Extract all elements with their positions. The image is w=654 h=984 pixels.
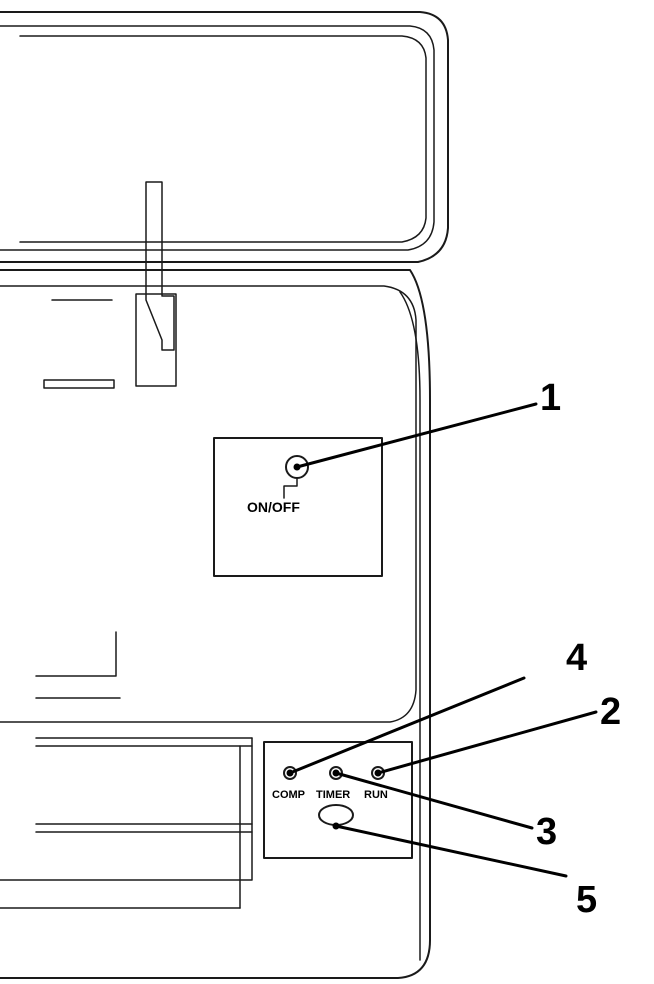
comp-indicator-led xyxy=(283,766,297,780)
callout-5: 5 xyxy=(576,879,597,921)
callout-2: 2 xyxy=(600,691,621,733)
power-switch-panel: ON/OFF xyxy=(213,437,383,577)
timer-label: TIMER xyxy=(316,789,350,801)
front-cover xyxy=(0,11,449,263)
run-label: RUN xyxy=(364,789,388,801)
indicator-panel: COMP TIMER RUN xyxy=(263,741,413,859)
leader-line-1 xyxy=(295,402,538,469)
timer-indicator-led xyxy=(329,766,343,780)
left-details xyxy=(35,181,177,699)
leader-line-5 xyxy=(334,824,568,878)
leader-dot-3 xyxy=(332,769,340,777)
leader-dot-2 xyxy=(374,769,382,777)
on-off-label: ON/OFF xyxy=(247,499,300,515)
callout-3: 3 xyxy=(536,811,557,853)
leader-dot-1 xyxy=(293,463,301,471)
remote-receiver-window xyxy=(318,804,354,826)
air-outlet xyxy=(0,737,253,909)
run-indicator-led xyxy=(371,766,385,780)
leader-line-2 xyxy=(376,710,598,775)
leader-lines xyxy=(286,402,598,878)
leader-dot-4 xyxy=(286,769,294,777)
leader-line-3 xyxy=(334,771,534,830)
leader-line-4 xyxy=(288,676,526,775)
leader-dot-5 xyxy=(332,822,340,830)
callout-numbers: 1 2 3 4 5 xyxy=(536,377,621,921)
unit-body xyxy=(0,269,431,979)
callout-4: 4 xyxy=(566,637,587,679)
comp-label: COMP xyxy=(272,789,305,801)
callout-1: 1 xyxy=(540,377,561,419)
